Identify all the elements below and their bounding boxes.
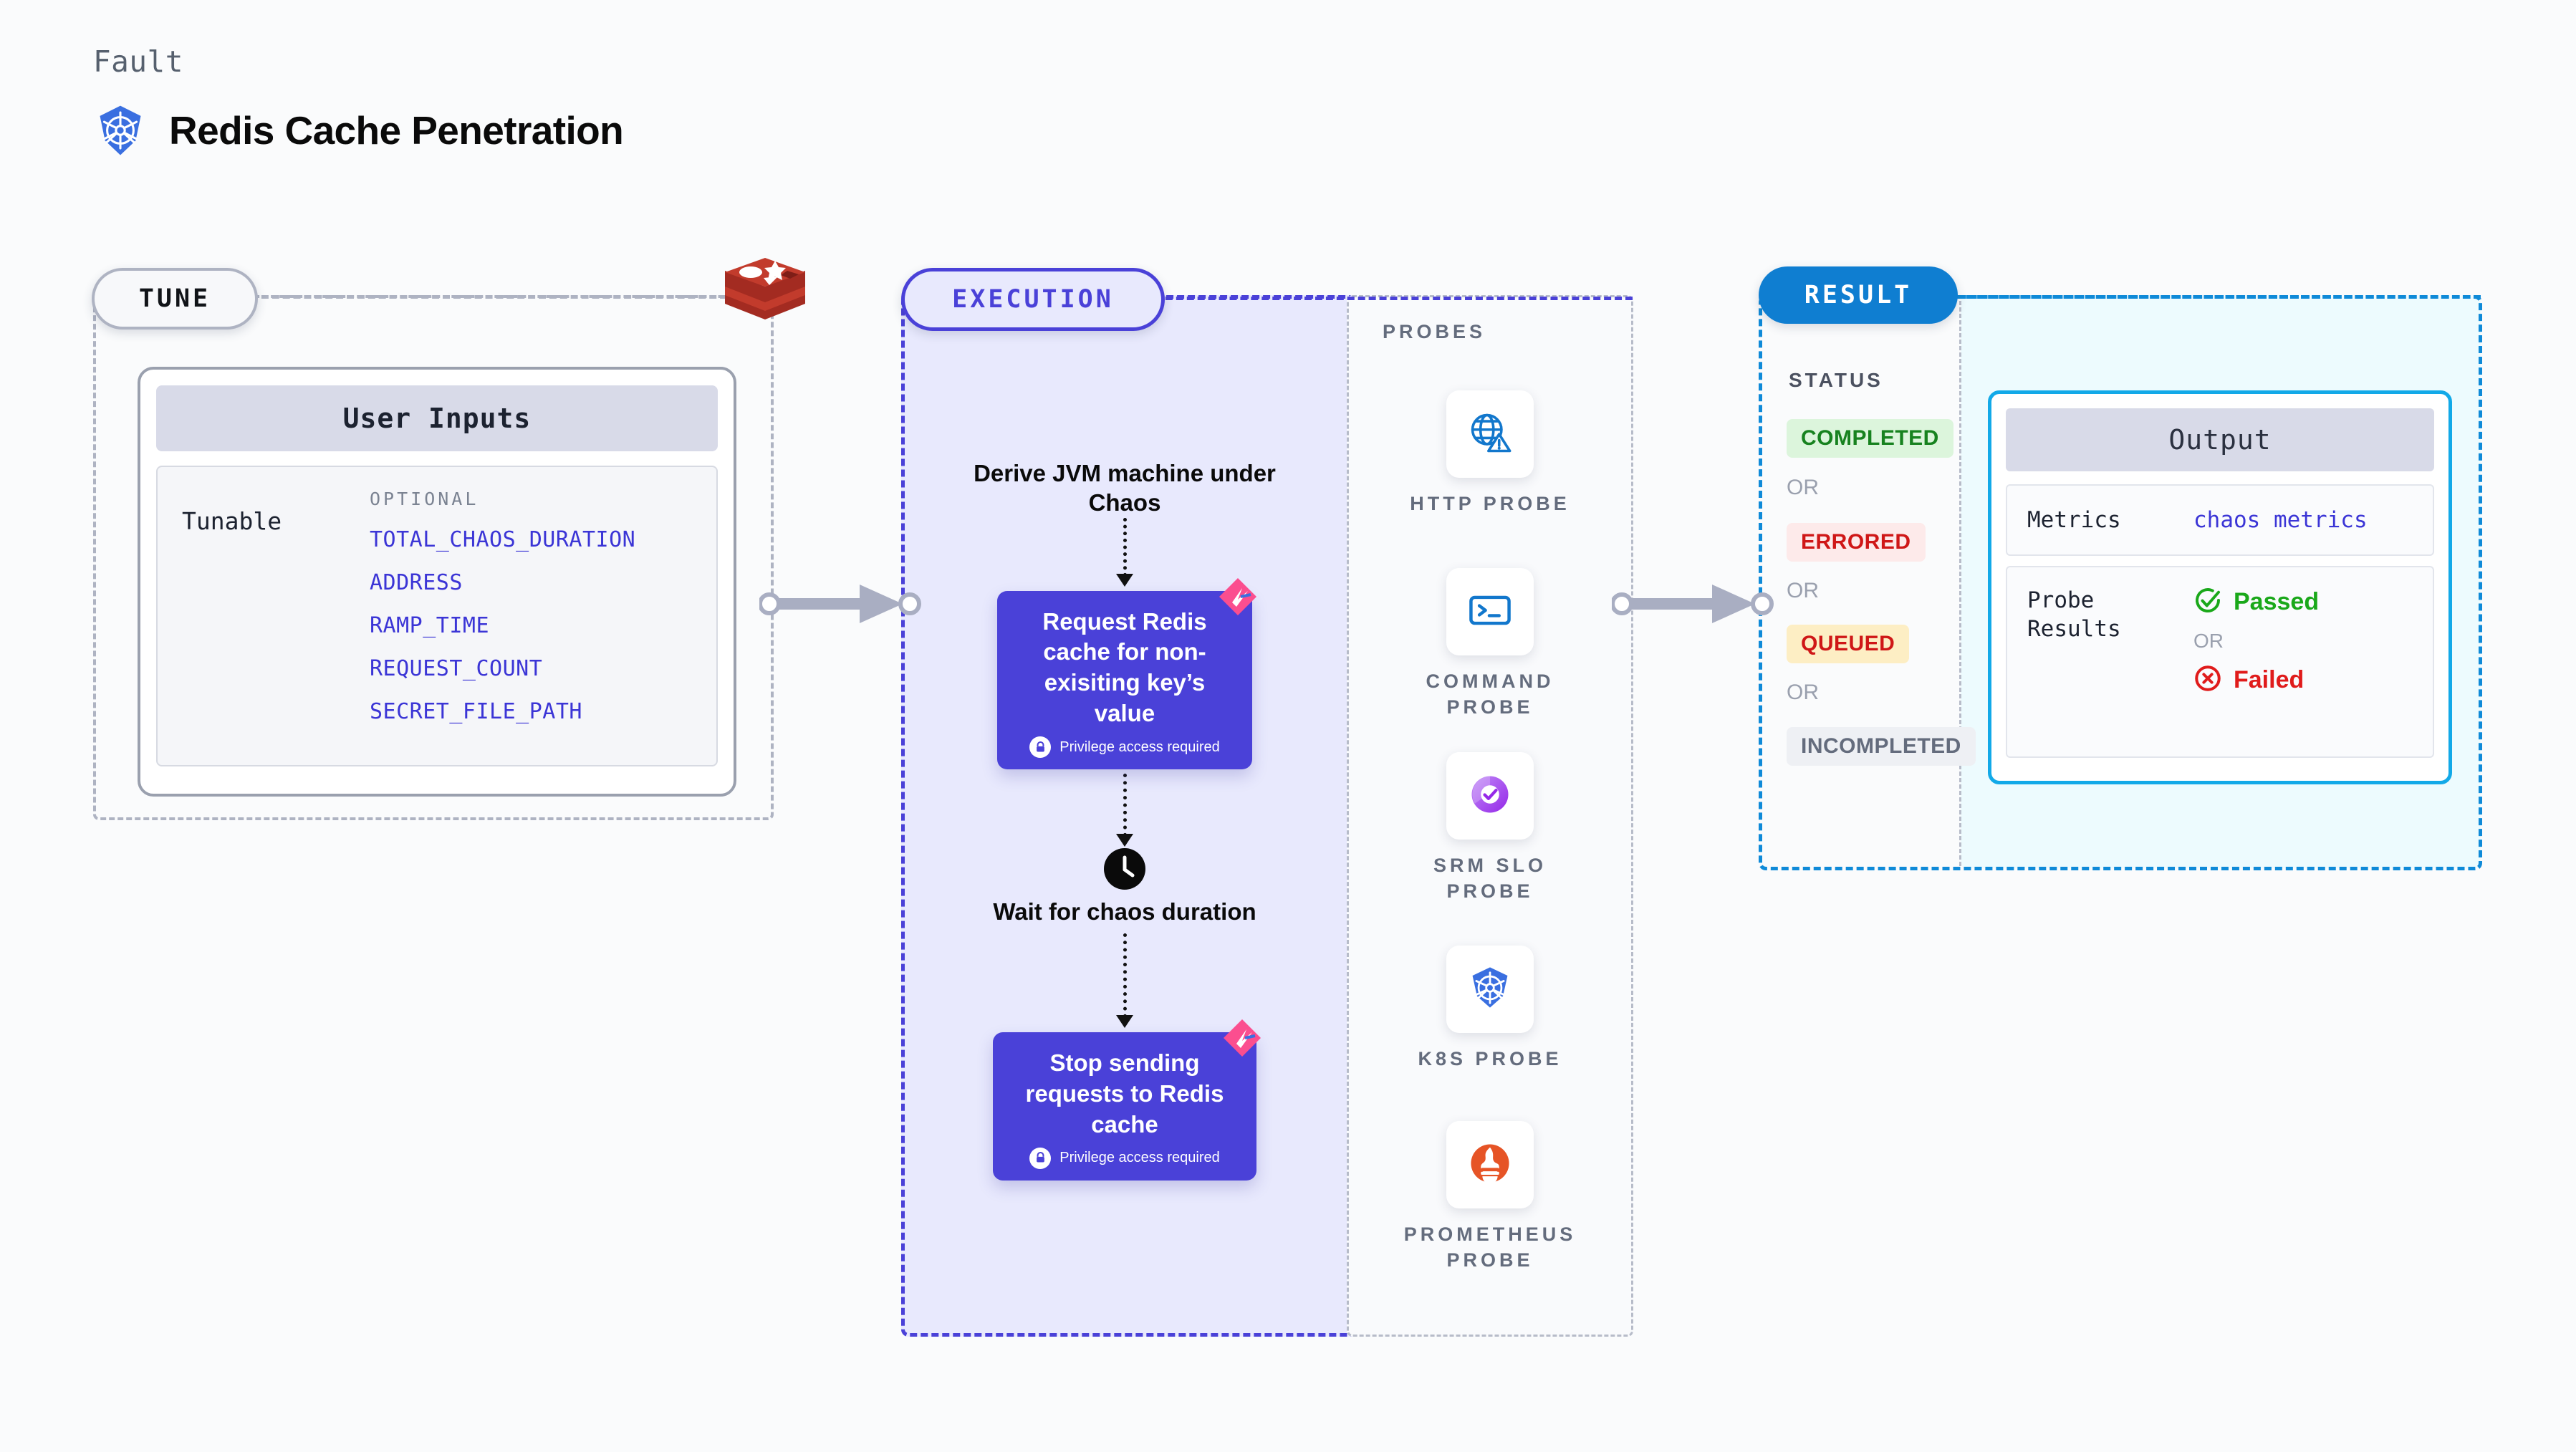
flow-step-wait-label: Wait for chaos duration <box>993 898 1256 925</box>
probe-card[interactable] <box>1446 946 1534 1033</box>
fault-eyebrow-label: Fault <box>93 44 183 79</box>
flow-step-stop-requests-box[interactable]: Stop sending requests to Redis cache Pri… <box>993 1019 1261 1181</box>
tunable-item[interactable]: TOTAL_CHAOS_DURATION <box>370 527 636 552</box>
prometheus-probe-icon <box>1466 1139 1514 1191</box>
probe-result-passed: Passed <box>2193 586 2319 618</box>
probe-card[interactable] <box>1446 568 1534 655</box>
probe-label: PROMETHEUS PROBE <box>1403 1223 1577 1271</box>
redis-icon <box>719 251 811 337</box>
output-metrics-value[interactable]: chaos metrics <box>2193 507 2368 533</box>
tunable-item[interactable]: ADDRESS <box>370 570 463 595</box>
execution-flow: Derive JVM machine under Chaos Request R… <box>938 458 1311 1181</box>
status-badge-queued: QUEUED <box>1787 625 1910 663</box>
privilege-note-text: Privilege access required <box>1059 1150 1220 1166</box>
check-circle-icon <box>2193 586 2222 618</box>
probes-section-title: PROBES <box>1383 321 1486 342</box>
command-probe-icon <box>1466 586 1514 638</box>
k8s-probe-icon <box>1466 963 1514 1016</box>
probe-result-passed-label: Passed <box>2234 588 2320 615</box>
user-inputs-card: User Inputs Tunable OPTIONAL TOTAL_CHAOS… <box>138 367 736 797</box>
execution-stage-pill[interactable]: EXECUTION <box>901 268 1165 331</box>
flow-step-stop-requests-label: Stop sending requests to Redis cache <box>1025 1049 1224 1138</box>
output-probe-results-row: Probe Results Passed OR <box>2006 566 2434 758</box>
probe-item-srm-slo[interactable]: SRM SLO PROBE <box>1397 752 1583 905</box>
output-metrics-key: Metrics <box>2027 506 2121 533</box>
kubernetes-icon <box>93 103 148 158</box>
optional-label: OPTIONAL <box>370 489 479 509</box>
probe-item-prometheus[interactable]: PROMETHEUS PROBE <box>1397 1121 1583 1274</box>
probe-label: K8S PROBE <box>1418 1048 1562 1069</box>
tunable-item[interactable]: SECRET_FILE_PATH <box>370 699 582 724</box>
execution-to-result-arrow <box>1612 585 1774 623</box>
x-circle-icon <box>2193 664 2222 696</box>
probe-result-failed: Failed <box>2193 664 2319 696</box>
output-probe-results-key: Probe Results <box>2027 587 2121 643</box>
probe-label: HTTP PROBE <box>1410 493 1570 514</box>
output-card-header: Output <box>2006 408 2434 471</box>
flow-connector-dotted <box>1123 933 1127 1019</box>
page-title: Redis Cache Penetration <box>169 108 624 153</box>
http-probe-icon <box>1466 408 1514 461</box>
privilege-note-text: Privilege access required <box>1059 739 1220 755</box>
probe-item-http[interactable]: HTTP PROBE <box>1397 390 1583 516</box>
probe-result-failed-label: Failed <box>2234 666 2305 693</box>
flow-step-request-redis-label: Request Redis cache for non-exisiting ke… <box>1042 607 1207 727</box>
flow-step-request-redis-box[interactable]: Request Redis cache for non-exisiting ke… <box>997 577 1256 770</box>
probe-card[interactable] <box>1446 1121 1534 1208</box>
status-section-title: STATUS <box>1789 369 1883 391</box>
tune-to-execution-arrow <box>759 585 921 623</box>
probe-results-values: Passed OR Failed <box>2193 586 2319 738</box>
tunable-items-column: OPTIONAL TOTAL_CHAOS_DURATION ADDRESS RA… <box>370 489 635 744</box>
execution-dashed-connector <box>1155 297 1633 300</box>
srm-slo-probe-icon <box>1466 770 1514 822</box>
probe-label: SRM SLO PROBE <box>1433 855 1547 903</box>
page-header: Fault Redis Cache Penetration <box>93 44 624 158</box>
status-or-label: OR <box>1787 579 1819 602</box>
result-stage-pill[interactable]: RESULT <box>1759 266 1958 324</box>
flow-connector-dotted <box>1123 517 1127 577</box>
privilege-note-row: Privilege access required <box>1014 1147 1235 1169</box>
output-metrics-row: Metrics chaos metrics <box>2006 484 2434 556</box>
tune-dashed-connector <box>251 295 738 299</box>
status-badge-incompleted: INCOMPLETED <box>1787 727 1976 766</box>
flow-arrowhead-icon <box>1116 1015 1133 1029</box>
chaos-badge-icon <box>1216 575 1264 618</box>
status-badge-errored: ERRORED <box>1787 523 1926 562</box>
output-card: Output Metrics chaos metrics Probe Resul… <box>1988 390 2452 784</box>
status-or-label: OR <box>1787 681 1819 704</box>
lock-icon <box>1029 736 1052 759</box>
flow-arrowhead-icon <box>1116 834 1133 847</box>
flow-step-derive-label: Derive JVM machine under Chaos <box>974 460 1276 516</box>
privilege-note-row: Privilege access required <box>1019 736 1231 759</box>
probe-item-k8s[interactable]: K8S PROBE <box>1397 946 1583 1072</box>
result-dashed-connector <box>1956 295 2481 299</box>
status-or-label: OR <box>1787 476 1819 499</box>
lock-icon <box>1029 1147 1052 1169</box>
probe-result-or-label: OR <box>2193 630 2224 652</box>
flow-arrowhead-icon <box>1116 573 1133 587</box>
chaos-badge-icon <box>1221 1016 1268 1059</box>
page-title-row: Redis Cache Penetration <box>93 103 624 158</box>
user-inputs-card-header: User Inputs <box>156 385 718 451</box>
clock-icon <box>1104 848 1145 890</box>
tunable-group: Tunable OPTIONAL TOTAL_CHAOS_DURATION AD… <box>156 466 718 766</box>
tunable-group-label: Tunable <box>182 507 282 535</box>
result-status-divider <box>1959 301 1961 866</box>
tune-stage-pill[interactable]: TUNE <box>92 268 258 330</box>
probe-card[interactable] <box>1446 390 1534 478</box>
tunable-item[interactable]: RAMP_TIME <box>370 613 490 638</box>
probe-label: COMMAND PROBE <box>1426 670 1554 718</box>
probe-card[interactable] <box>1446 752 1534 840</box>
tunable-item[interactable]: REQUEST_COUNT <box>370 656 543 681</box>
flow-connector-dotted <box>1123 774 1127 837</box>
probe-item-command[interactable]: COMMAND PROBE <box>1397 568 1583 721</box>
status-badge-completed: COMPLETED <box>1787 419 1953 458</box>
